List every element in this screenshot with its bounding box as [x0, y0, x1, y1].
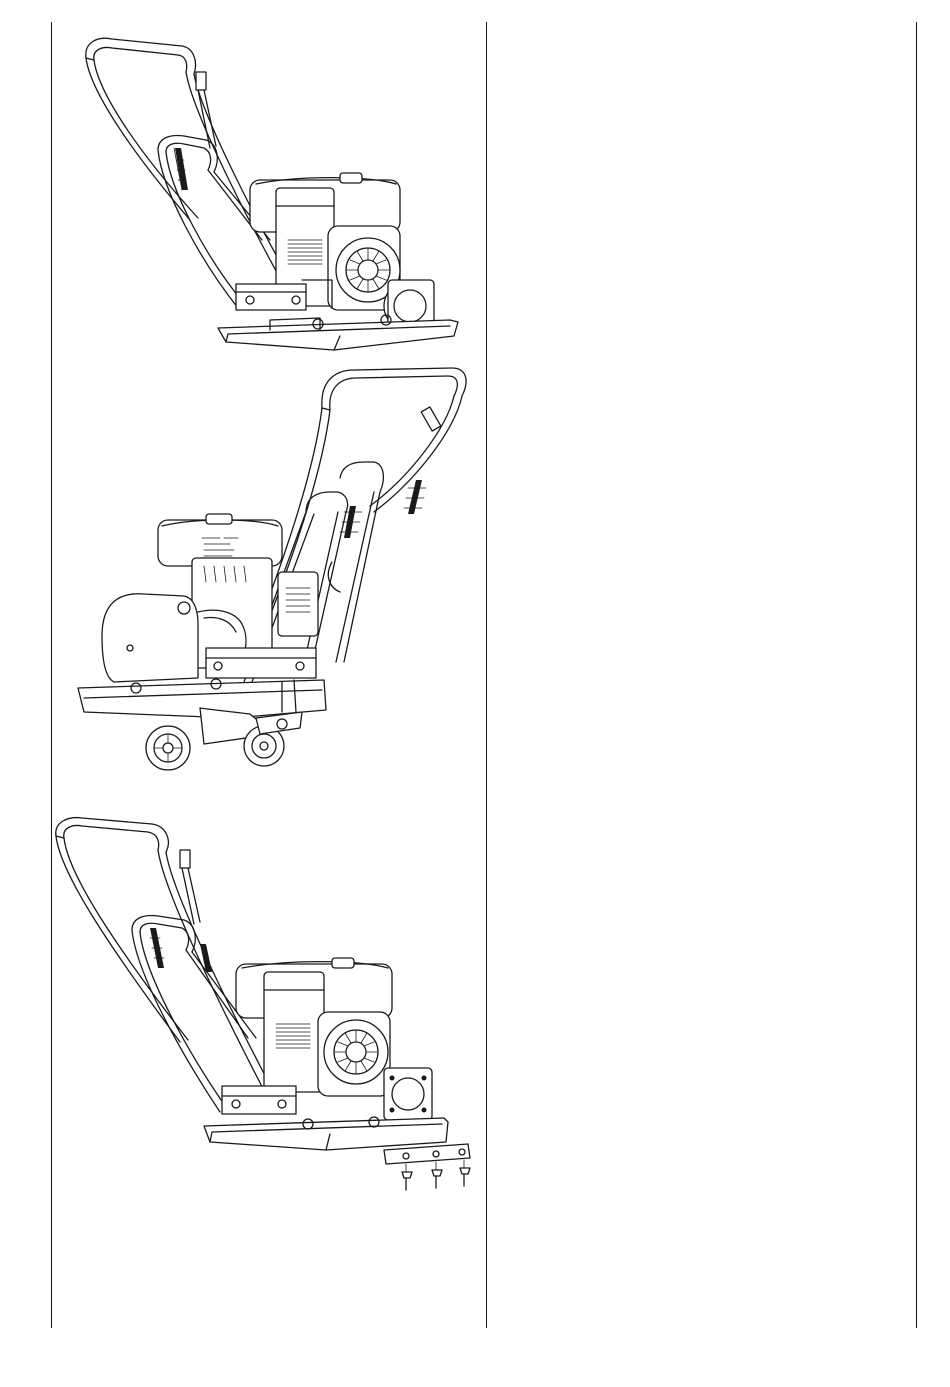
figure-compactor-rear-left	[70, 30, 470, 360]
plate-compactor-with-wheels-icon	[74, 362, 474, 782]
center-column-rule	[486, 22, 487, 1328]
plate-compactor-with-pad-bolts-icon	[50, 812, 480, 1192]
plate-compactor-icon	[70, 30, 470, 360]
right-column-rule	[916, 22, 917, 1328]
figure-compactor-rear-left-exploded	[50, 812, 480, 1192]
figure-compactor-rear-right	[74, 362, 474, 782]
